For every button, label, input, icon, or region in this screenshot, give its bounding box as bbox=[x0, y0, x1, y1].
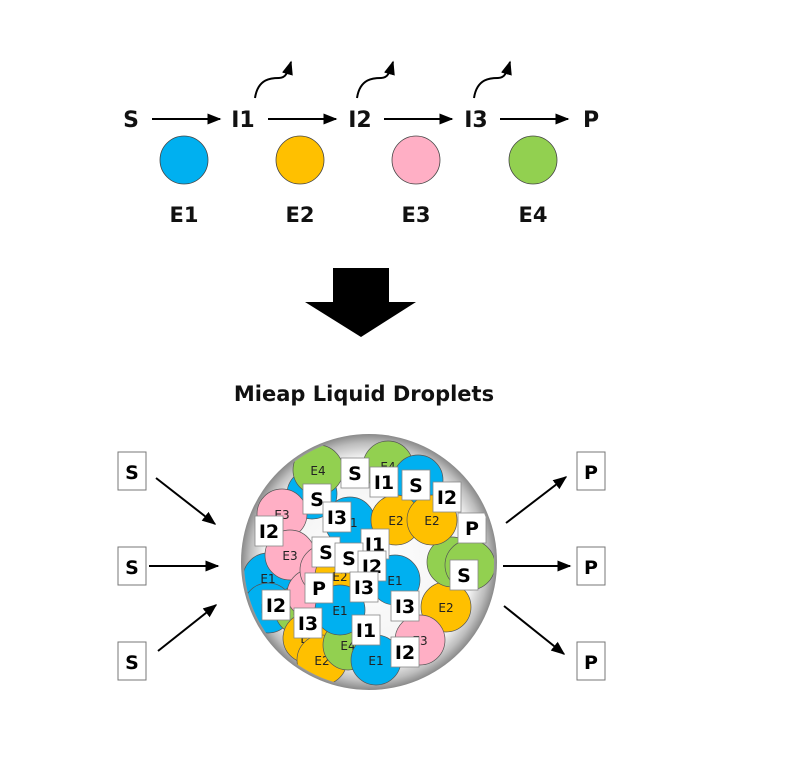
enzyme-e1-label: E1 bbox=[170, 203, 199, 227]
droplet-molecule-box bbox=[340, 457, 370, 489]
droplet-molecule-i2: I2 bbox=[395, 642, 415, 664]
droplet-molecule-box bbox=[390, 590, 420, 622]
droplet-molecule-box bbox=[254, 515, 284, 547]
droplet-molecule-s: S bbox=[457, 565, 471, 587]
droplet-enzyme-label: E1 bbox=[332, 604, 347, 618]
droplet-molecule-i3: I3 bbox=[395, 596, 415, 618]
droplet-enzyme-label: E2 bbox=[438, 601, 453, 615]
input-s-box-2 bbox=[117, 546, 147, 586]
droplet-molecule-box bbox=[449, 559, 479, 591]
input-s-box-3 bbox=[117, 641, 147, 681]
input-arrow-1 bbox=[155, 477, 217, 525]
enzyme-e4-label: E4 bbox=[519, 203, 548, 227]
output-p-label-3: P bbox=[584, 652, 598, 674]
droplet-molecule-i1: I1 bbox=[365, 534, 385, 556]
input-s-label-2: S bbox=[125, 557, 139, 579]
droplet-molecule-box bbox=[457, 512, 487, 544]
droplet-molecule-i1: I1 bbox=[356, 620, 376, 642]
droplet-molecule-box bbox=[322, 501, 352, 533]
droplet-molecule-s: S bbox=[348, 463, 362, 485]
input-s-label-3: S bbox=[125, 652, 139, 674]
droplet-enzyme-label: E2 bbox=[388, 514, 403, 528]
droplet-molecule-i3: I3 bbox=[327, 507, 347, 529]
species-i1: I1 bbox=[231, 108, 255, 133]
enzyme-e4-circle bbox=[508, 135, 558, 185]
droplet-molecule-i2: I2 bbox=[259, 521, 279, 543]
droplet-enzyme-label: E4 bbox=[310, 464, 325, 478]
droplet-molecule-i1: I1 bbox=[374, 472, 394, 494]
output-products: P P P bbox=[503, 451, 606, 681]
input-s-label-1: S bbox=[125, 462, 139, 484]
enzyme-e2-circle bbox=[275, 135, 325, 185]
output-arrow-3 bbox=[503, 605, 566, 655]
droplet-molecule-box bbox=[351, 614, 381, 646]
droplet-molecule-s: S bbox=[409, 475, 423, 497]
droplet-molecule-box bbox=[432, 481, 462, 513]
release-arrow-i1 bbox=[254, 60, 293, 99]
input-arrow-3 bbox=[157, 604, 218, 652]
down-arrow-icon bbox=[305, 268, 416, 337]
pathway: S I1 I2 I3 P E1 E2 E3 E4 bbox=[123, 60, 599, 227]
droplet-enzyme-label: E2 bbox=[332, 570, 347, 584]
droplet-molecule-box bbox=[401, 469, 431, 501]
output-p-label-1: P bbox=[584, 462, 598, 484]
enzyme-e2-label: E2 bbox=[286, 203, 315, 227]
output-p-label-2: P bbox=[584, 557, 598, 579]
enzyme-e3-label: E3 bbox=[402, 203, 431, 227]
species-i2: I2 bbox=[348, 108, 372, 133]
droplet-molecule-s: S bbox=[319, 542, 333, 564]
droplet-molecule-i3: I3 bbox=[354, 577, 374, 599]
output-arrow-1 bbox=[505, 476, 568, 524]
droplet-enzyme-label: E1 bbox=[368, 654, 383, 668]
droplet-molecule-box bbox=[261, 589, 291, 621]
droplet-enzyme-label: E3 bbox=[282, 549, 297, 563]
droplet-molecule-box bbox=[304, 572, 334, 604]
droplet-enzyme-label: E1 bbox=[260, 572, 275, 586]
species-i3: I3 bbox=[464, 108, 488, 133]
droplet-enzyme-label: E2 bbox=[314, 654, 329, 668]
species-p: P bbox=[583, 108, 599, 133]
droplet-contents: E1E1E3E1E3E4E2E2E4E4E3E3E2E1E1E4E1E1E2E2… bbox=[244, 440, 494, 686]
droplet-molecule-box bbox=[293, 607, 323, 639]
droplet-molecule-i3: I3 bbox=[298, 613, 318, 635]
droplet-molecule-box bbox=[369, 466, 399, 498]
output-p-box-3 bbox=[576, 641, 606, 681]
release-arrow-i3 bbox=[473, 60, 512, 99]
droplet-molecule-box bbox=[390, 636, 420, 668]
droplet-title: Mieap Liquid Droplets bbox=[234, 382, 494, 406]
release-arrow-i2 bbox=[356, 60, 395, 99]
droplet-molecule-p: P bbox=[465, 518, 479, 540]
output-p-box-1 bbox=[576, 451, 606, 491]
input-s-box-1 bbox=[117, 451, 147, 491]
enzyme-e1-circle bbox=[159, 135, 209, 185]
droplet-enzyme-label: E1 bbox=[387, 574, 402, 588]
enzyme-e3-circle bbox=[391, 135, 441, 185]
output-p-box-2 bbox=[576, 546, 606, 586]
droplet-enzyme-label: E2 bbox=[424, 514, 439, 528]
droplet-molecule-s: S bbox=[342, 548, 356, 570]
droplet-molecule-box bbox=[349, 571, 379, 603]
droplet-molecule-s: S bbox=[310, 489, 324, 511]
input-substrates: S S S bbox=[117, 451, 220, 681]
droplet-molecule-i2: I2 bbox=[266, 595, 286, 617]
droplet-molecule-i2: I2 bbox=[437, 487, 457, 509]
species-s: S bbox=[123, 108, 139, 133]
droplet-molecule-p: P bbox=[312, 578, 326, 600]
